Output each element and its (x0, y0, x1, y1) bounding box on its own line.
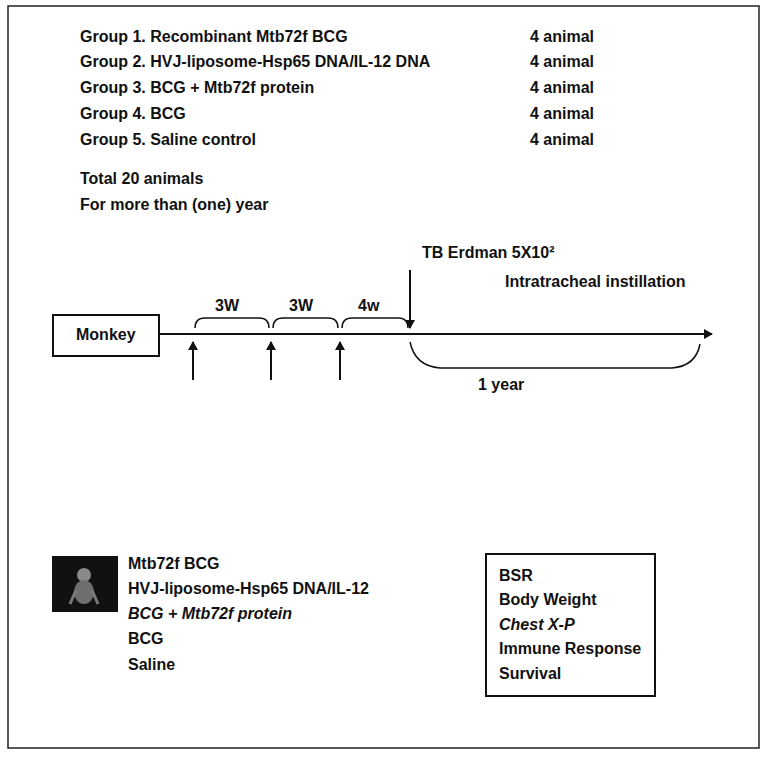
node-text: Chest X-P (499, 616, 575, 634)
group-text: 4 animal (530, 28, 594, 46)
group-text: 4 animal (530, 53, 594, 71)
dose-arrow (339, 342, 341, 380)
dose-arrow (270, 342, 272, 380)
annotation-text: 3W (289, 297, 313, 315)
outcome-box: BSR Body WeightChest X-P Immune ResponseSu… (485, 553, 656, 697)
interval-brace (273, 318, 338, 328)
annotation-text: HVJ-liposome-Hsp65 DNA/IL-12 (128, 580, 369, 598)
annotation-text: For more than (one) year (80, 196, 268, 214)
annotation-text: 1 year (478, 376, 524, 394)
interval-brace (195, 318, 269, 328)
node-text: Immune Response (499, 640, 641, 658)
group-text: Group 1. Recombinant Mtb72f BCG (80, 28, 348, 46)
interval-brace (342, 318, 408, 328)
node-text: Body Weight (499, 591, 596, 609)
annotation-text: Saline (128, 656, 175, 674)
group-text: 4 animal (530, 105, 594, 123)
group-text: Group 4. BCG (80, 105, 186, 123)
annotation-text: TB Erdman 5X10² (422, 244, 554, 262)
monkey-photo (52, 556, 118, 612)
annotation-text: Intratracheal instillation (505, 273, 685, 291)
challenge-arrow (409, 270, 411, 328)
group-text: Group 5. Saline control (80, 131, 256, 149)
period-brace (410, 342, 700, 368)
annotation-text: Mtb72f BCG (128, 555, 220, 573)
group-text: Group 2. HVJ-liposome-Hsp65 DNA/IL-12 DN… (80, 53, 430, 71)
subject-box: Monkey (52, 314, 160, 357)
group-text: 4 animal (530, 131, 594, 149)
annotation-text: BCG (128, 630, 164, 648)
timeline-arrow (160, 333, 712, 335)
node-text: Monkey (76, 326, 136, 344)
group-text: 4 animal (530, 79, 594, 97)
annotation-text: Total 20 animals (80, 170, 203, 188)
dose-arrow (192, 342, 194, 380)
annotation-text: 4w (358, 297, 379, 315)
annotation-text: BCG + Mtb72f protein (128, 605, 292, 623)
node-text: BSR (499, 567, 533, 585)
outer-frame (8, 6, 759, 748)
group-text: Group 3. BCG + Mtb72f protein (80, 79, 314, 97)
node-text: Survival (499, 665, 561, 683)
annotation-text: 3W (215, 297, 239, 315)
